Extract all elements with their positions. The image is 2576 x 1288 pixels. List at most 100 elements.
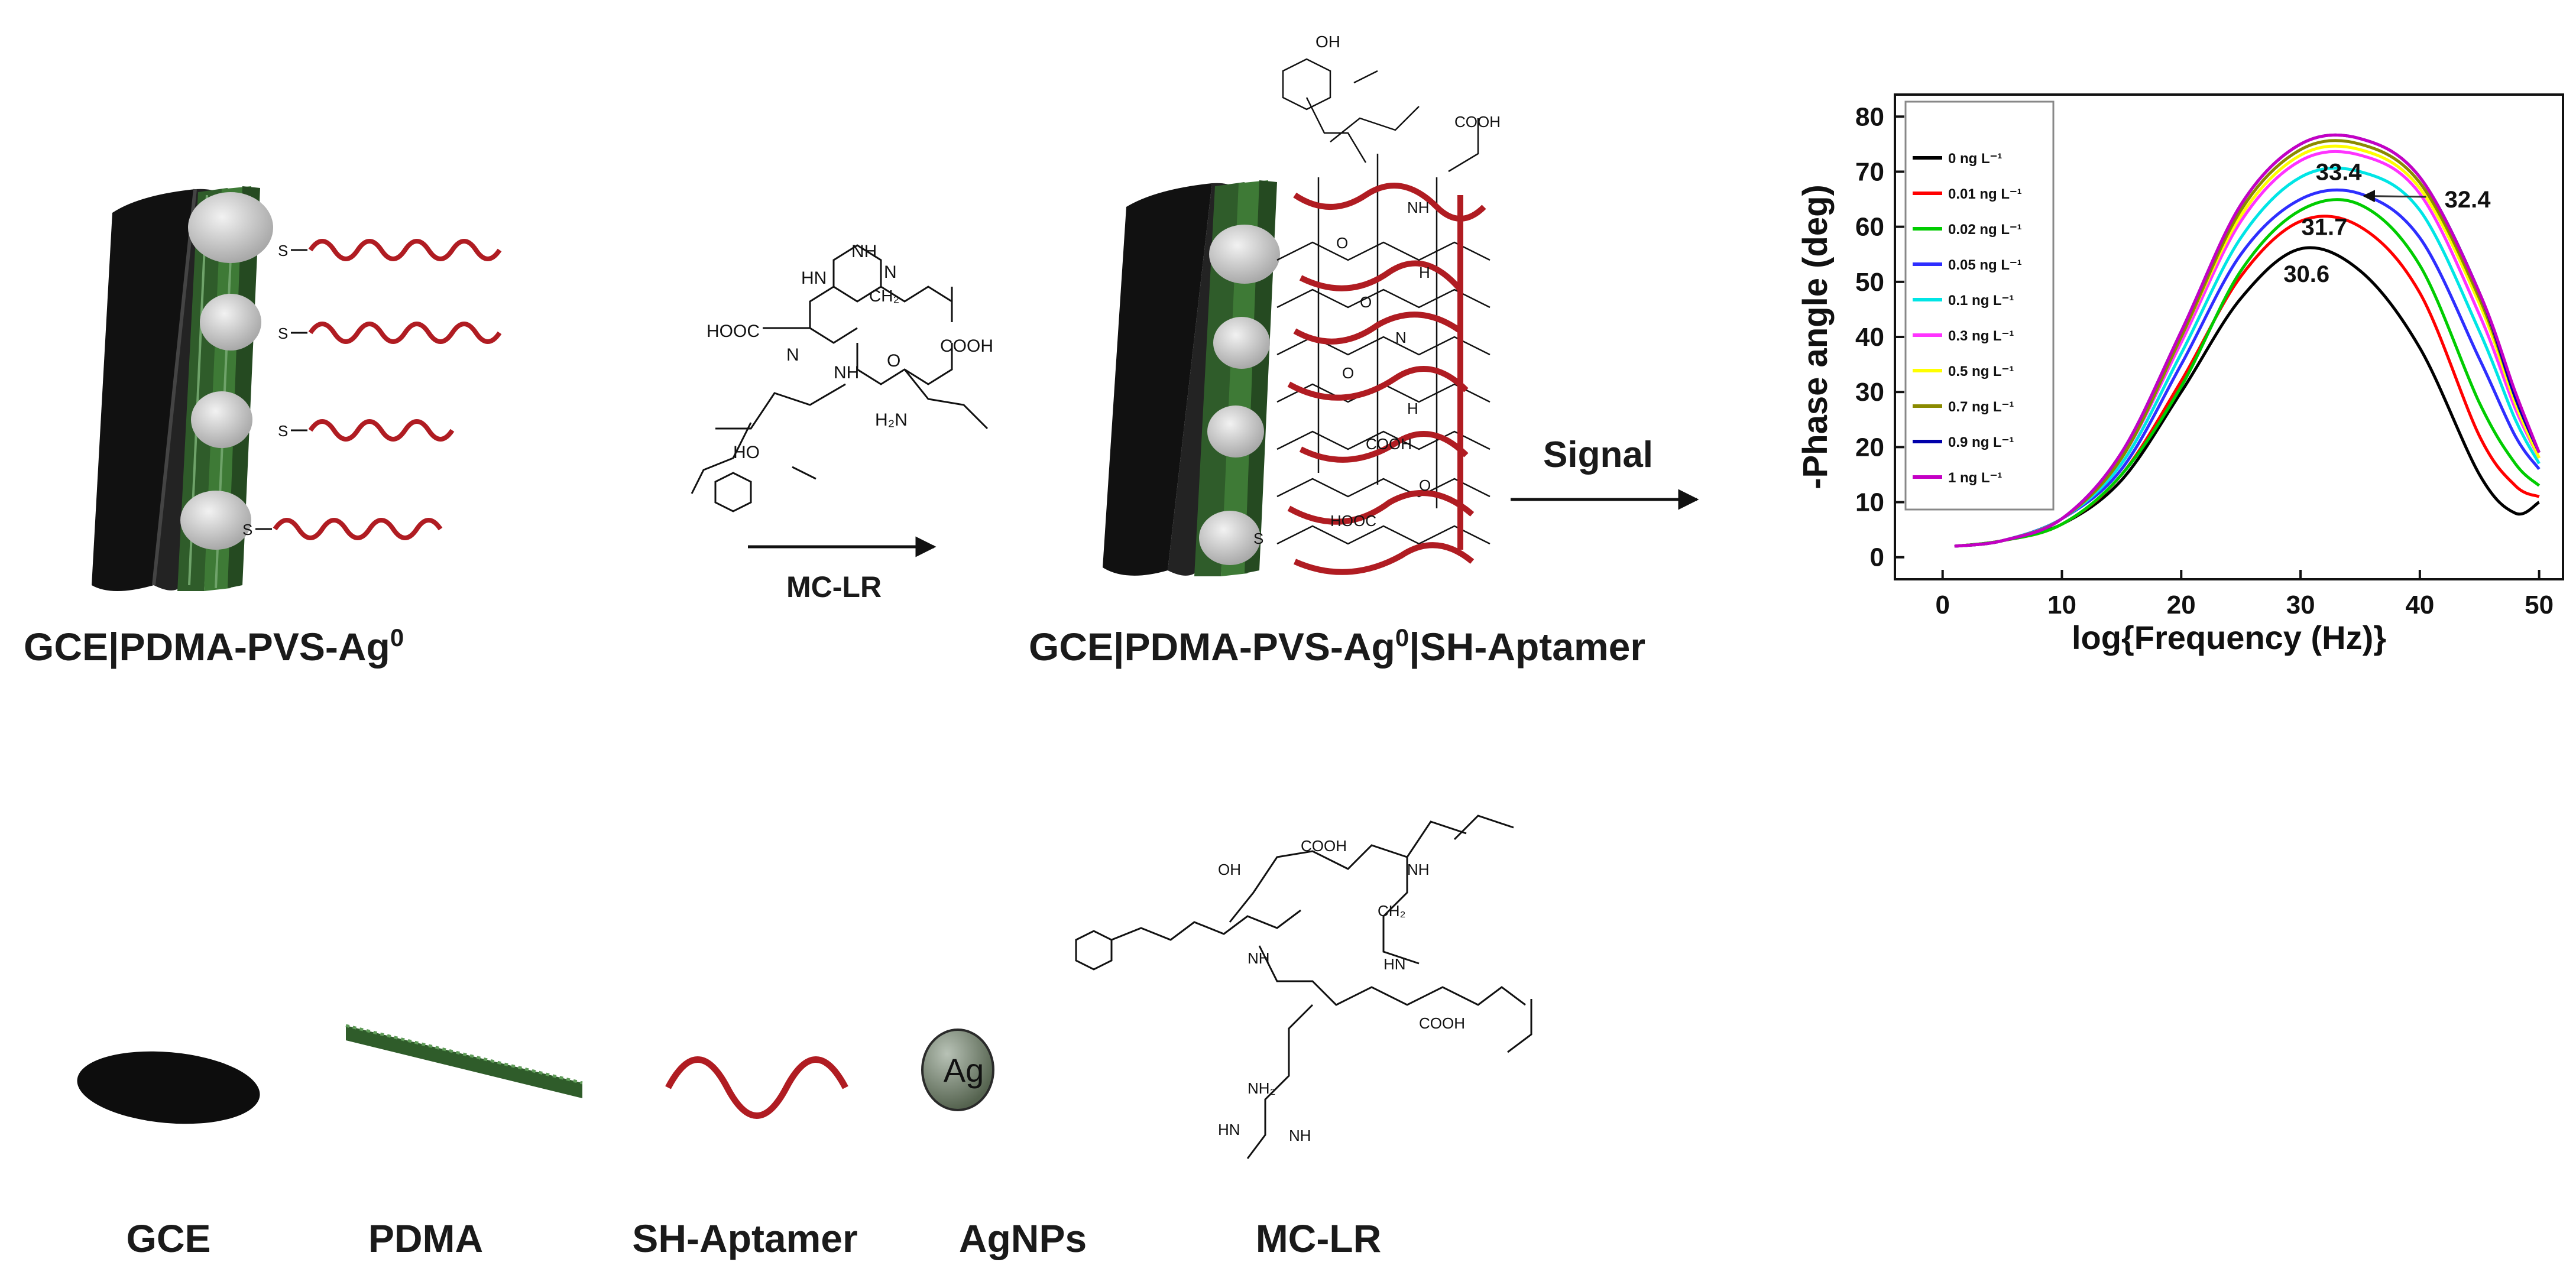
svg-text:N: N [786,345,799,365]
x-tick-label: 10 [2047,591,2076,619]
legend-label-6: 0.5 ng L⁻¹ [1948,364,2014,379]
y-tick-label: 10 [1855,488,1884,517]
svg-text:NH: NH [1407,199,1430,216]
svg-text:HN: HN [1218,1121,1240,1138]
legend-label-5: 0.3 ng L⁻¹ [1948,328,2014,344]
annotation-2: 33.4 [2316,159,2363,185]
svg-text:O: O [1419,476,1431,494]
svg-text:OH: OH [1315,33,1340,51]
svg-text:GCE: GCE [126,1216,210,1260]
svg-text:S: S [278,242,288,259]
electrode-right: OH COOH NH O H O N O H COOH O HOOC S [1103,33,1501,576]
svg-text:H: H [1419,264,1430,281]
svg-text:COOH: COOH [940,336,993,356]
x-tick-label: 20 [2167,591,2196,619]
legend-mclr-molecule [1075,815,1532,1159]
svg-text:AgNPs: AgNPs [959,1216,1087,1260]
y-axis-label: -Phase angle (deg) [1796,184,1835,489]
svg-text:CH₂: CH₂ [1378,902,1406,920]
svg-text:COOH: COOH [1301,837,1347,855]
svg-text:O: O [1336,234,1348,252]
x-tick-label: 0 [1935,591,1949,619]
svg-text:HOOC: HOOC [707,322,760,341]
series-line-9 [1954,133,2541,548]
svg-text:CH₂: CH₂ [869,287,899,305]
svg-text:O: O [887,351,900,371]
svg-text:H₂N: H₂N [875,410,908,430]
x-tick-label: 40 [2405,591,2434,619]
legend-aptamer: SH-Aptamer [632,1056,858,1260]
svg-text:O: O [1342,364,1354,382]
series-line-2 [1954,198,2541,548]
aptamer-strands [273,239,502,540]
y-tick-label: 50 [1855,268,1884,297]
signal-arrow: Signal [1511,434,1699,510]
electrode-left: S S S S [92,186,502,591]
legend-label-2: 0.02 ng L⁻¹ [1948,222,2022,238]
y-tick-label: 80 [1855,102,1884,131]
y-tick-label: 60 [1855,213,1884,242]
annotation-arrow [2362,190,2426,203]
svg-text:NH: NH [1289,1127,1311,1144]
pdma-layer [177,186,260,591]
svg-text:PDMA: PDMA [368,1216,483,1260]
legend-gce: GCE [77,1051,260,1260]
y-tick-label: 0 [1870,543,1884,572]
svg-text:S: S [278,325,288,342]
x-axis-label: log{Frequency (Hz)} [2072,619,2386,656]
y-tick-label: 20 [1855,433,1884,462]
legend-agnps: Ag AgNPs [921,1029,1087,1260]
svg-text:HN: HN [1383,955,1406,973]
svg-text:OH: OH [1218,861,1241,878]
mclr-molecule-top [691,244,989,512]
svg-text:NH₂: NH₂ [1248,1079,1276,1097]
svg-text:Signal: Signal [1543,434,1653,475]
annotation-3: 32.4 [2445,187,2491,213]
svg-text:COOH: COOH [1419,1014,1465,1032]
svg-text:HO: HO [733,443,760,462]
bound-complex-labels: OH COOH NH O H O N O H COOH O HOOC S [1253,33,1501,547]
chart-legend-box [1904,100,2055,511]
svg-text:S: S [278,422,288,440]
svg-text:N: N [1395,329,1407,346]
svg-text:S: S [242,521,252,538]
legend-label-7: 0.7 ng L⁻¹ [1948,399,2014,415]
electrode-left-label: GCE|PDMA-PVS-Ag0 [24,624,404,670]
svg-text:HOOC: HOOC [1330,512,1376,530]
svg-text:MC-LR: MC-LR [1256,1216,1382,1260]
legend-label-9: 1 ng L⁻¹ [1948,470,2002,486]
svg-text:Ag: Ag [944,1052,984,1089]
x-tick-label: 30 [2286,591,2315,619]
svg-text:NH: NH [1248,949,1270,967]
annotation-0: 30.6 [2283,261,2329,287]
y-tick-label: 30 [1855,378,1884,407]
annotation-1: 31.7 [2301,215,2347,241]
bound-complex [1276,58,1490,575]
svg-text:COOH: COOH [1366,435,1412,453]
svg-text:HN: HN [801,268,827,288]
svg-text:NH: NH [834,363,859,382]
svg-text:O: O [1360,293,1372,311]
svg-text:H: H [1407,400,1418,417]
ag-nanoparticles [180,192,273,550]
legend-label-8: 0.9 ng L⁻¹ [1948,434,2014,450]
legend-row: GCE PDMA SH-Aptamer Ag AgNPs COOH [77,815,1532,1260]
legend-pdma: PDMA [345,1024,583,1260]
x-tick-label: 50 [2525,591,2554,619]
svg-text:MC-LR: MC-LR [786,570,882,604]
mclr-molecule-top-labels: NH N HN CH₂ HOOC COOH N NH H₂N HO O [707,242,993,462]
svg-text:S: S [1253,530,1263,547]
legend-mclr-labels: COOH OH NH CH₂ NH HN COOH NH₂ HN NH MC-L… [1218,837,1465,1260]
electrode-right-label: GCE|PDMA-PVS-Ag0|SH-Aptamer [1029,624,1645,670]
svg-text:N: N [884,262,897,282]
svg-text:NH: NH [851,242,877,261]
legend-label-4: 0.1 ng L⁻¹ [1948,293,2014,309]
svg-text:NH: NH [1407,861,1430,878]
svg-text:COOH: COOH [1454,113,1501,131]
y-tick-label: 40 [1855,323,1884,352]
legend-label-0: 0 ng L⁻¹ [1948,151,2002,167]
thiol-linkers: S S S S [242,242,307,538]
ag-nanoparticles-right [1199,225,1280,565]
y-tick-label: 70 [1855,157,1884,186]
phase-angle-chart: 0 10 20 30 40 50 0 10 20 30 40 50 60 70 80 log{Frequenc… [1796,93,2564,656]
